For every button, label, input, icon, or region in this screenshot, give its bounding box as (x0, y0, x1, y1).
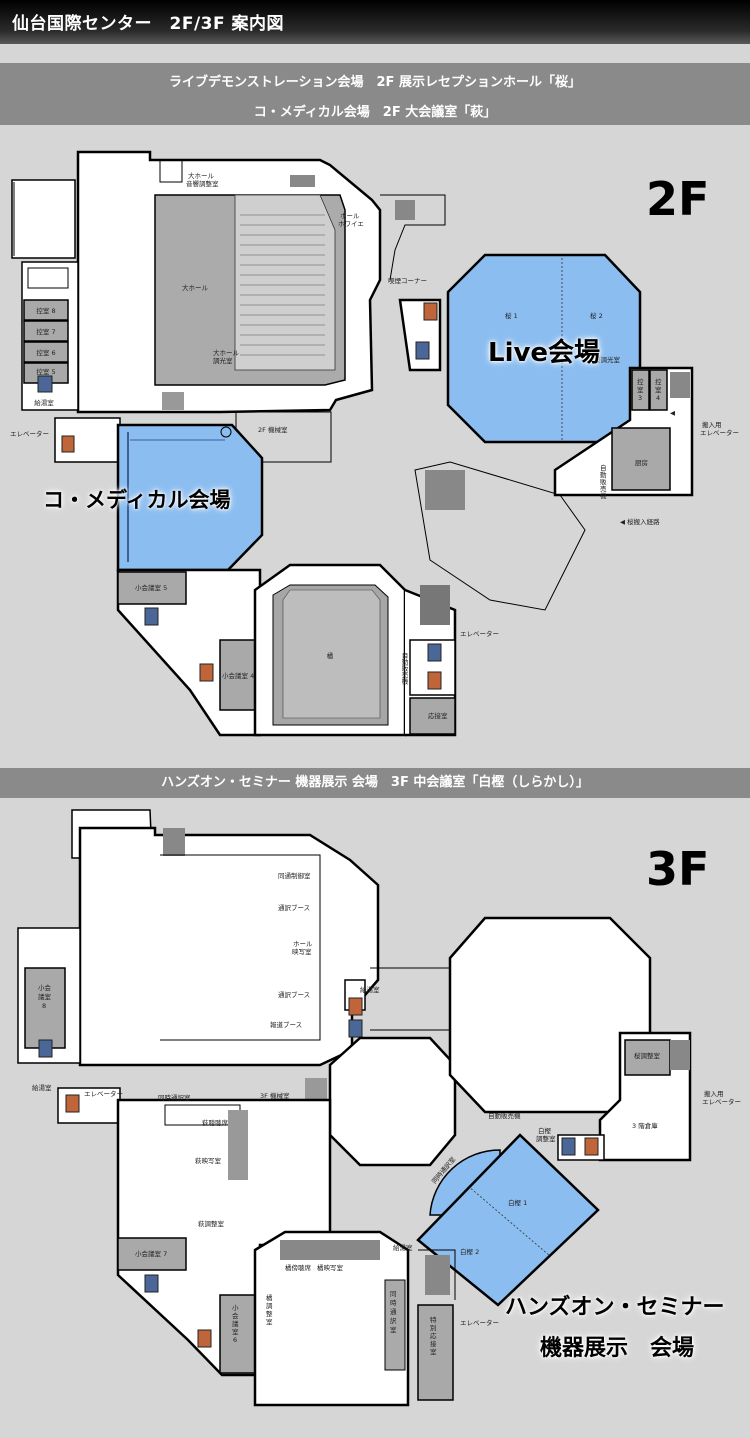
room-jihanki3: 自動販売機 (488, 1111, 521, 1120)
floor2-heading-band: ライブデモンストレーション会場 2F 展示レセプションホール「桜」 コ・メディカ… (0, 63, 750, 125)
room-doji-tsuyaku: 同時通訳室 (158, 1093, 191, 1102)
room-hagi: 橘 (327, 651, 334, 660)
restroom-women-icon (199, 663, 214, 682)
room-shokaigi5: 小会議室 5 (135, 583, 167, 592)
label-elevator-right: エレベーター (460, 629, 499, 638)
label-elevator2: エレベーター (460, 1318, 499, 1327)
page-title: 仙台国際センター 2F/3F 案内図 (12, 14, 285, 34)
room-hannyu-elev: 搬入用エレベーター (700, 420, 739, 437)
room-kyuto2: 給湯室 (32, 1083, 52, 1092)
restroom-women-icon (65, 1094, 80, 1113)
restroom-women-icon (61, 435, 75, 453)
room-osetsu: 応接室 (428, 711, 448, 720)
restroom-women-icon (348, 997, 363, 1016)
room-doji-tsuyaku2: 同時通訳室 (390, 1290, 397, 1334)
room-hagi-chomei: 萩聴聴席 (202, 1118, 229, 1127)
floor2-map: 控室 8 控室 7 控室 6 控室 5 給湯室 大ホール音響調整室 大ホール 大… (10, 150, 739, 737)
venue-handson-label-line2: 機器展示 会場 (540, 1336, 695, 1361)
room-sakura1: 桜 1 (505, 311, 518, 320)
room-shirakashi1: 白樫 1 (508, 1198, 527, 1207)
label-elevator: エレベーター (84, 1089, 123, 1098)
restroom-men-icon (37, 375, 53, 393)
venue-live-label: Live会場 (488, 338, 601, 368)
room-sakura-chosei: 桜調整室 (634, 1051, 661, 1060)
venue-comedical-label: コ・メディカル会場 (43, 488, 231, 512)
room-hagi-chosei: 萩調整室 (198, 1219, 225, 1228)
restroom-women-icon (427, 671, 442, 690)
room-tachibana-eisha: 橘映写室 (317, 1263, 344, 1272)
room-sakura2: 桜 2 (590, 311, 603, 320)
venue-handson-label-line1: ハンズオン・セミナー (505, 1295, 725, 1320)
room-hall-eisha: ホール映写室 (292, 940, 313, 956)
room-tsuyaku1: 通訳ブース (278, 903, 310, 912)
restroom-men-icon (144, 1274, 159, 1293)
room-tachibana-chomei: 橘傍聴席 (285, 1263, 312, 1272)
room-kyuto3: 給湯室 (393, 1243, 413, 1252)
room-tsuyaku2: 通訳ブース (278, 990, 310, 999)
restroom-men-icon (38, 1039, 53, 1058)
room-tokubetsu: 特別応接室 (430, 1315, 437, 1356)
room-daihall: 大ホール (182, 283, 209, 292)
title-bar: 仙台国際センター 2F/3F 案内図 (0, 0, 750, 44)
floor2-label: 2F (646, 172, 710, 226)
room-souko: 3 階倉庫 (632, 1121, 658, 1130)
restroom-men-icon (348, 1019, 363, 1038)
restroom-men-icon (415, 341, 430, 360)
label-elevator-left: エレベーター (10, 429, 49, 438)
room-hall-foyer: ホールホワイエ (338, 212, 364, 228)
room-jihanki2: 自動販売機 (400, 651, 408, 686)
restroom-women-icon (584, 1137, 599, 1156)
floor2-heading-line1: ライブデモンストレーション会場 2F 展示レセプションホール「桜」 (169, 75, 581, 90)
floor2-heading-line2: コ・メディカル会場 2F 大会議室「萩」 (253, 105, 497, 120)
room-kyuto1: 給湯室 (360, 985, 380, 994)
restroom-women-icon (197, 1329, 212, 1348)
room-jihanki: 自動販売機 (600, 463, 607, 500)
room-hagi-eisha: 萩映写室 (195, 1156, 222, 1165)
room-tachibana-chosei: 橘調整室 (266, 1293, 273, 1326)
restroom-women-icon (423, 302, 438, 321)
room-hikae6: 控室 6 (36, 348, 55, 357)
floor3-heading: ハンズオン・セミナー 機器展示 会場 3F 中会議室「白樫（しらかし）」 (161, 775, 589, 790)
room-kyutoshitsu: 給湯室 (34, 398, 54, 407)
room-hikae5: 控室 5 (36, 367, 55, 376)
label-sakura-route: ◀ 桜搬入経路 (620, 517, 660, 526)
arrow-icon: ◀ (670, 409, 675, 417)
room-shokaigi7: 小会議室 7 (135, 1249, 167, 1258)
room-kikaishitsu: 2F 機械室 (258, 425, 288, 434)
room-hikae8: 控室 8 (36, 306, 55, 315)
room-shirakashi2: 白樫 2 (460, 1247, 479, 1256)
restroom-men-icon (144, 607, 159, 626)
room-hikae7: 控室 7 (36, 327, 55, 336)
room-hannyu: 搬入用エレベーター (702, 1089, 741, 1106)
room-kikai3f: 3F 機械室 (260, 1091, 290, 1100)
room-shirakashi-chosei: 白樫調整室 (536, 1126, 556, 1143)
floor3-heading-band: ハンズオン・セミナー 機器展示 会場 3F 中会議室「白樫（しらかし）」 (0, 768, 750, 798)
restroom-men-icon (427, 643, 442, 662)
restroom-men-icon (561, 1137, 576, 1156)
room-hodo: 報道ブース (270, 1020, 302, 1029)
room-kitsuen: 喫煙コーナー (388, 276, 427, 285)
room-daihall-light: 大ホール調光室 (213, 348, 240, 365)
room-sakura-choko: 桜調光室 (594, 355, 621, 364)
floor3-label: 3F (646, 842, 710, 896)
room-shokaigi4: 小会議室 4 (222, 671, 254, 680)
room-chubo: 厨房 (635, 458, 648, 467)
room-daihall-ctrl: 大ホール音響調整室 (186, 171, 219, 188)
room-doji-ctrl: 同通制御室 (278, 871, 311, 880)
